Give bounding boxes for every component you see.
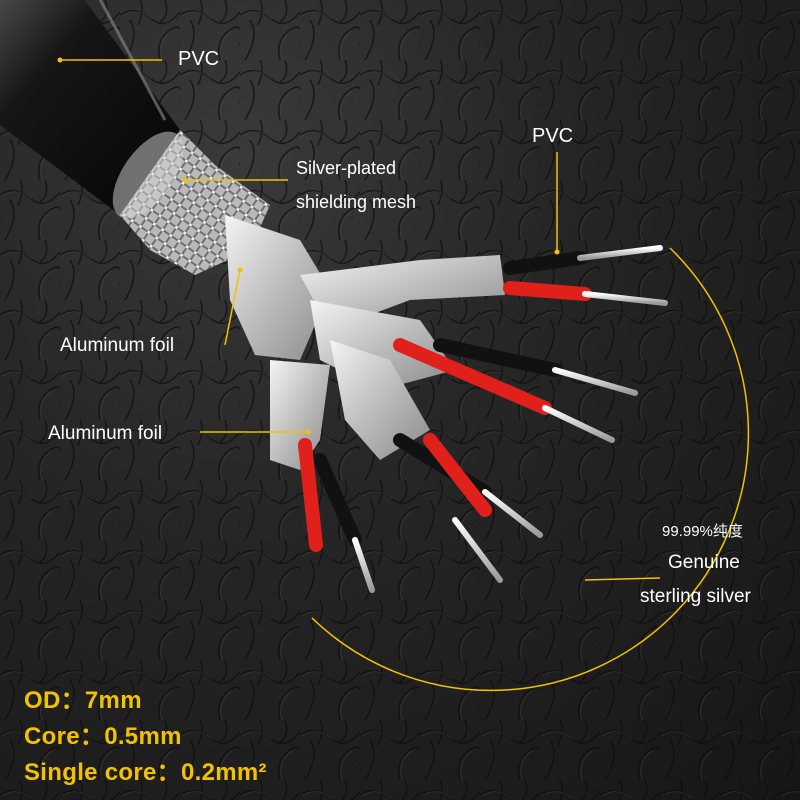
shield-label-line1: Silver-plated — [296, 158, 397, 178]
insulated-cores — [298, 245, 668, 618]
spec-od-value: 7mm — [84, 687, 142, 714]
inner-pvc-label: PVC — [532, 125, 574, 147]
purity-label: 99.99%纯度 — [662, 523, 743, 540]
outer-pvc-label: PVC — [178, 48, 220, 70]
conductor-label-line2: sterling silver — [640, 586, 751, 607]
foil-label-upper: Aluminum foil — [60, 335, 175, 356]
spec-single-core: Single core：0.2mm² — [24, 752, 267, 787]
conductor-label-line1: Genuine — [668, 552, 740, 573]
spec-od-label: OD： — [24, 687, 85, 714]
spec-single-core-label: Single core： — [24, 759, 181, 786]
spec-core-value: 0.5mm — [104, 723, 182, 750]
spec-single-core-value: 0.2mm² — [180, 759, 267, 786]
foil-label-lower: Aluminum foil — [48, 423, 163, 444]
shield-label-line2: shielding mesh — [296, 192, 417, 212]
spec-core-label: Core： — [24, 723, 105, 750]
spec-od: OD：7mm — [24, 680, 142, 715]
leader-lines — [57, 57, 750, 692]
spec-core: Core：0.5mm — [24, 716, 182, 751]
aluminum-foil-layers — [225, 215, 505, 470]
